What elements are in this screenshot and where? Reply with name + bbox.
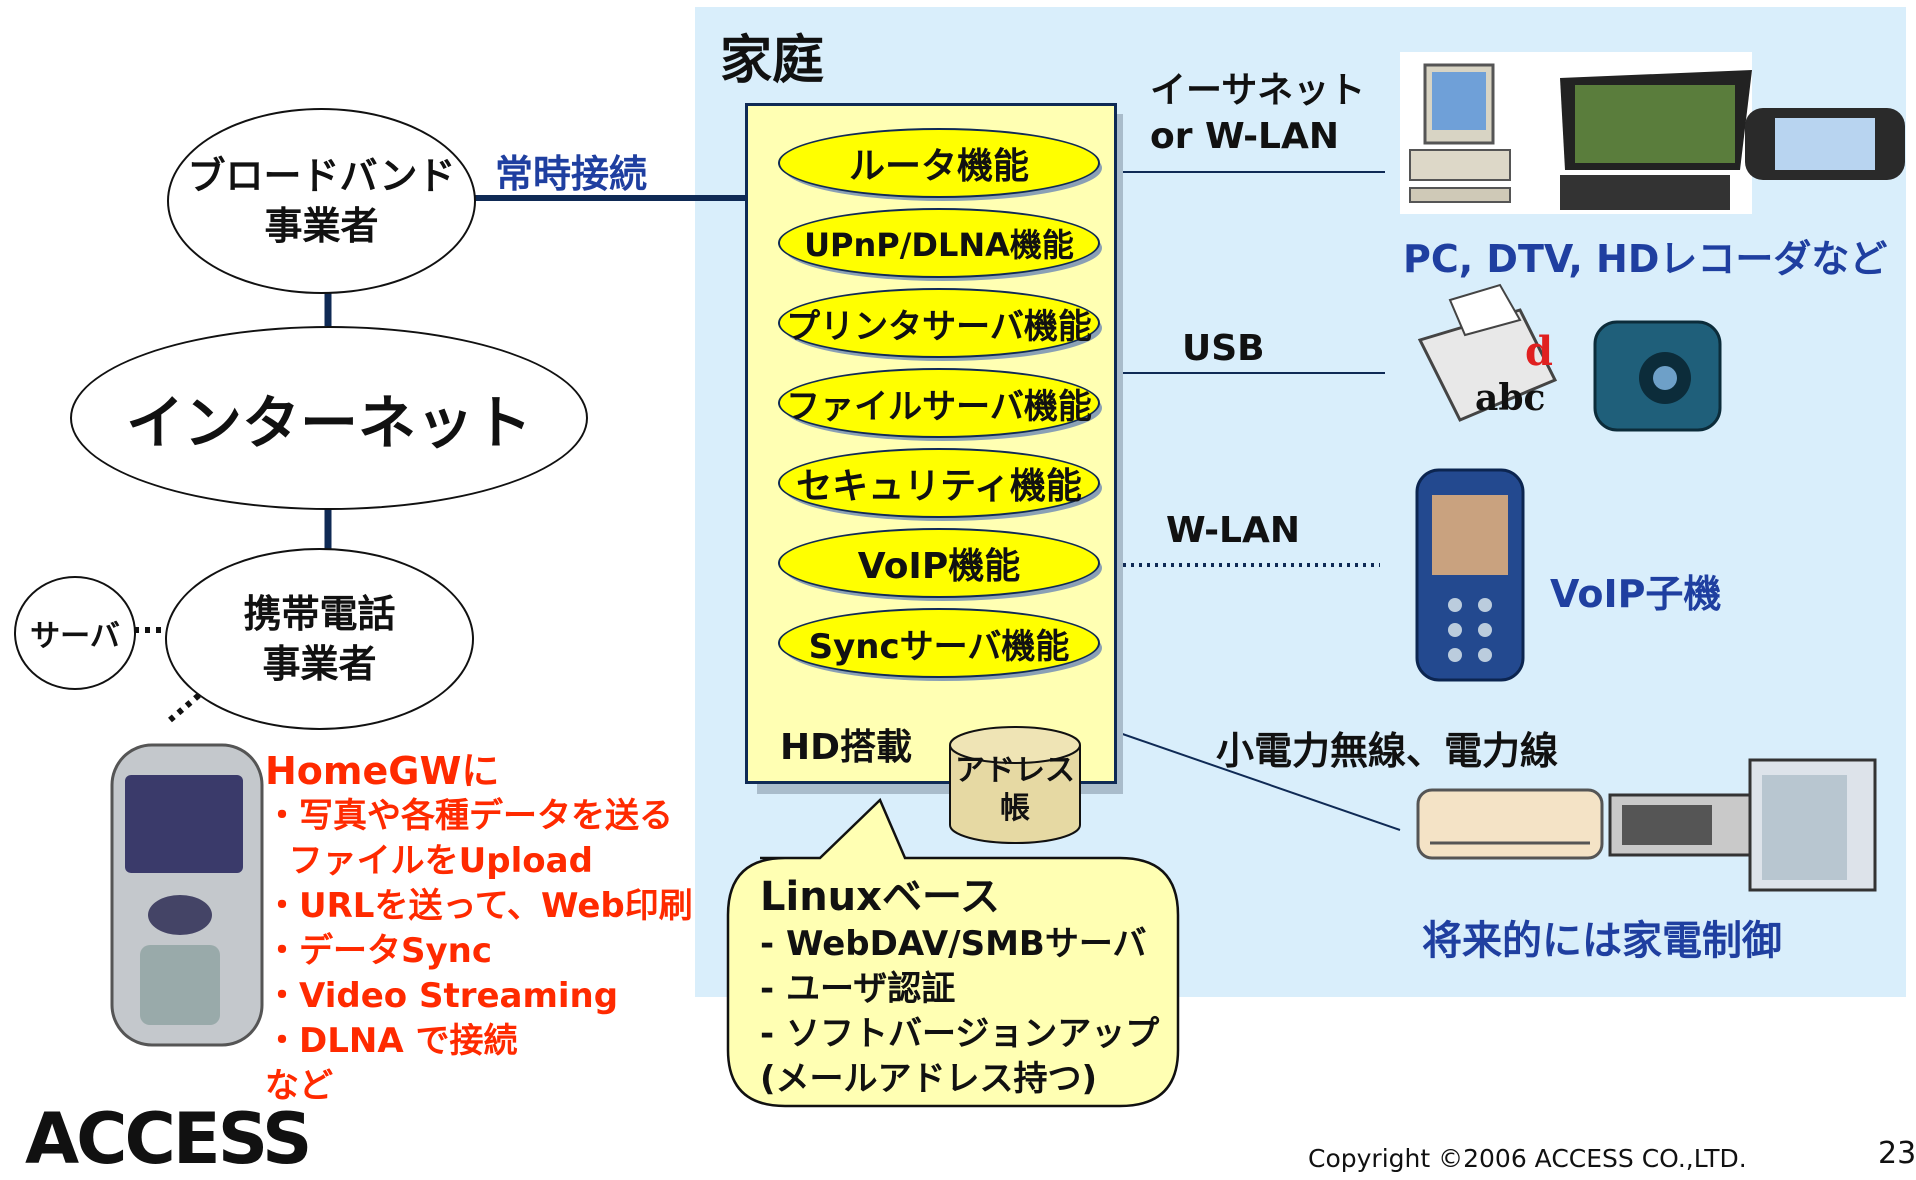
phone-feature-item: ファイルをUpload — [265, 841, 593, 881]
home-title: 家庭 — [720, 31, 825, 91]
router-function: ルータ機能 — [778, 128, 1100, 198]
phone-feature-item: ・URLを送って、Web印刷 — [265, 886, 693, 926]
camera-image — [1593, 320, 1722, 432]
address-book-line-1: アドレス — [955, 753, 1075, 788]
hd-label: HD搭載 — [780, 727, 913, 768]
file-server-function: ファイルサーバ機能 — [778, 368, 1100, 438]
phone-dotted-link — [168, 687, 207, 723]
air-conditioner-image — [1416, 788, 1604, 860]
linux-callout-item: (メールアドレス持つ) — [760, 1059, 1098, 1099]
low-power-label: 小電力無線、電力線 — [1216, 729, 1559, 773]
av-devices-image — [1400, 52, 1905, 214]
ethernet-label: イーサネット or W-LAN — [1150, 68, 1365, 160]
sync-server-function: Syncサーバ機能 — [778, 608, 1100, 678]
phone-feature-item: ・写真や各種データを送る — [265, 796, 673, 836]
linux-callout-title: Linuxベース — [760, 874, 1000, 920]
broadband-provider-node: ブロードバンド 事業者 — [167, 108, 476, 294]
carrier-line-1: 携帯電話 — [243, 592, 396, 636]
printer-server-function: プリンタサーバ機能 — [778, 288, 1100, 358]
voip-handset-caption: VoIP子機 — [1550, 572, 1722, 616]
server-node: サーバ — [14, 576, 136, 690]
phone-feature-item: ・Video Streaming — [265, 976, 619, 1016]
mobile-carrier-node: 携帯電話 事業者 — [165, 548, 474, 730]
linux-callout-item: - ソフトバージョンアップ — [760, 1014, 1160, 1054]
always-on-label: 常時接続 — [495, 152, 648, 196]
linux-callout-item: - WebDAV/SMBサーバ — [760, 924, 1147, 964]
voip-function: VoIP機能 — [778, 528, 1100, 598]
usb-label: USB — [1182, 328, 1265, 369]
phone-feature-item: ・データSync — [265, 931, 493, 971]
address-book-line-2: 帳 — [1000, 791, 1030, 826]
printer-image: abc d — [1417, 283, 1558, 422]
appliance-control-caption: 将来的には家電制御 — [1422, 918, 1782, 964]
server-label: サーバ — [30, 619, 120, 654]
phone-feature-item: など — [265, 1066, 333, 1106]
ethernet-line-2: or W-LAN — [1150, 116, 1339, 157]
linux-callout-text: Linuxベース - WebDAV/SMBサーバ - ユーザ認証 - ソフトバー… — [760, 872, 1159, 1102]
phone-features-heading: HomeGWに — [265, 749, 500, 793]
phone-feature-item: ・DLNA で接続 — [265, 1021, 518, 1061]
copyright-text: Copyright ©2006 ACCESS CO.,LTD. — [1308, 1144, 1747, 1173]
carrier-line-2: 事業者 — [262, 642, 377, 686]
av-devices-caption: PC, DTV, HDレコーダなど — [1403, 237, 1888, 281]
low-power-line — [1110, 729, 1401, 831]
voip-handset-image — [1415, 468, 1525, 682]
mobile-phone-image — [110, 743, 264, 1047]
svg-text:abc: abc — [1475, 377, 1545, 419]
internet-label: インターネット — [125, 389, 532, 457]
phone-features: HomeGWに ・写真や各種データを送る ファイルをUpload ・URLを送っ… — [265, 748, 693, 1109]
refrigerator-image — [1748, 758, 1877, 892]
broadband-line-2: 事業者 — [264, 204, 379, 248]
upnp-dlna-function: UPnP/DLNA機能 — [778, 208, 1100, 278]
microwave-image — [1608, 793, 1752, 857]
page-number: 23 — [1878, 1136, 1916, 1171]
svg-text:d: d — [1525, 328, 1553, 375]
ethernet-line-1: イーサネット — [1150, 70, 1366, 111]
linux-callout-item: - ユーザ認証 — [760, 969, 956, 1009]
access-logo: ACCESS — [25, 1098, 312, 1180]
broadband-line-1: ブロードバンド — [187, 154, 456, 198]
security-function: セキュリティ機能 — [778, 448, 1100, 518]
wlan-label: W-LAN — [1166, 510, 1300, 551]
internet-node: インターネット — [70, 326, 588, 510]
address-book-label: アドレス 帳 — [950, 752, 1080, 828]
